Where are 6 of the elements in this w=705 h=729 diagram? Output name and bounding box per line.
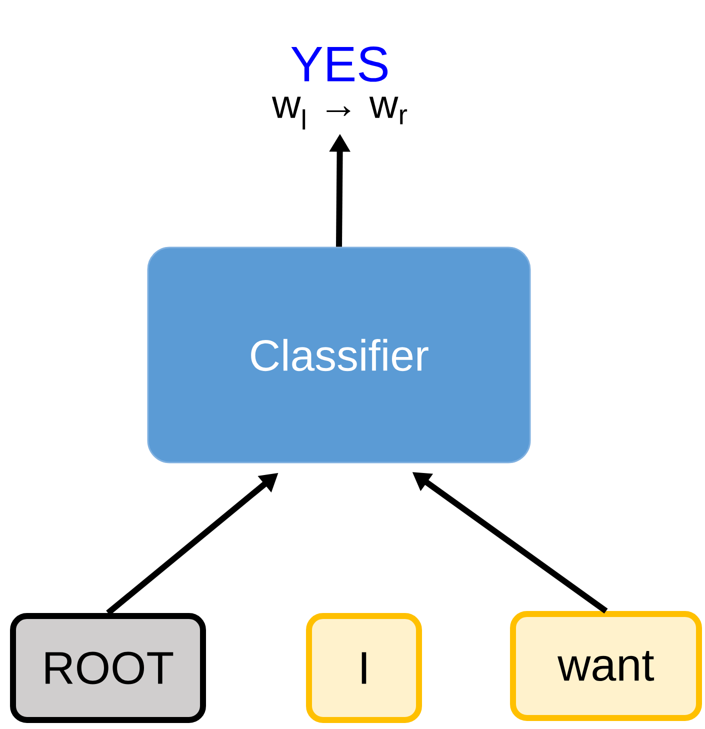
word-box: ROOT: [10, 613, 206, 723]
heading: YES: [291, 46, 388, 82]
classifier-box: Classifier: [147, 246, 531, 464]
word-box: want: [510, 611, 702, 721]
formula-text: w$_{l}$ → w$_{r}$: [272, 96, 408, 130]
word-box: I: [306, 613, 422, 723]
